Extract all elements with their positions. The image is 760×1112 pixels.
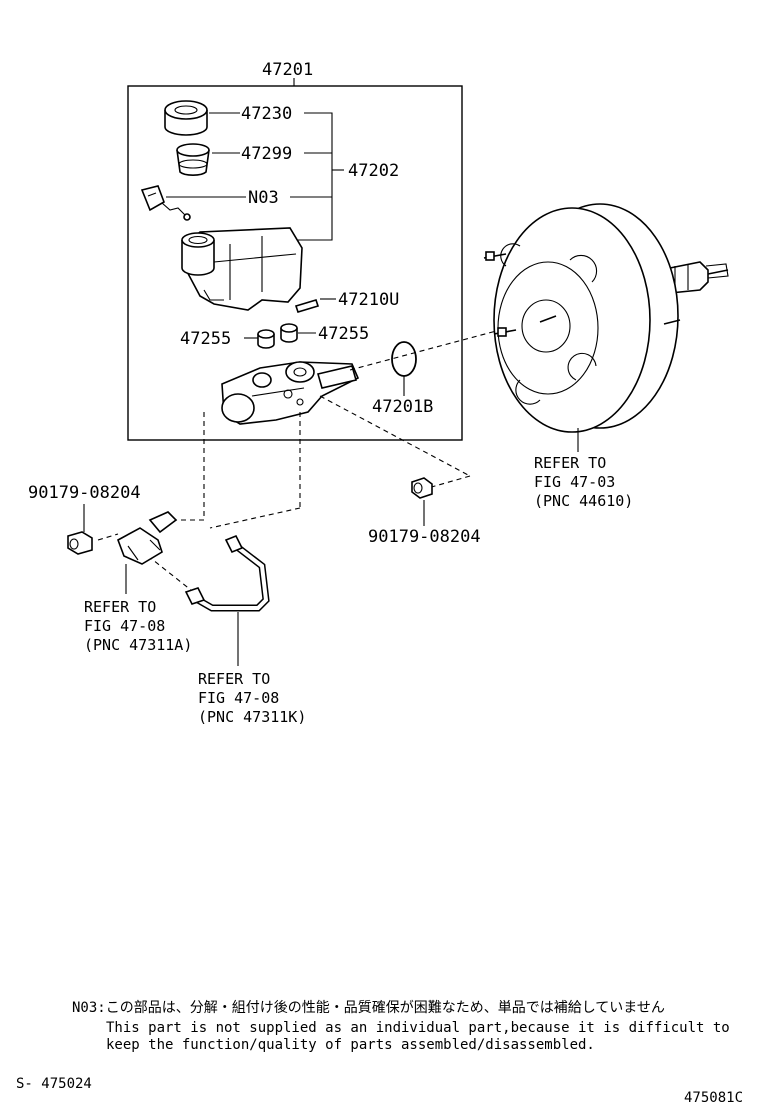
strainer-part: [176, 143, 210, 176]
refer-tube-a-line2: FIG 47-08: [84, 617, 165, 635]
label-nut-left: 90179-08204: [28, 483, 141, 503]
note-english-line2: keep the function/quality of parts assem…: [106, 1037, 595, 1053]
brake-line-a-part: [117, 511, 178, 565]
label-note-ref: N03: [248, 188, 279, 208]
level-sensor-part: [140, 185, 191, 221]
nut-right-part: [411, 477, 433, 499]
master-cylinder-part: [221, 361, 360, 425]
label-nut-right: 90179-08204: [368, 527, 481, 547]
label-strainer: 47299: [241, 144, 292, 164]
label-reservoir-cap: 47230: [241, 104, 292, 124]
o-ring-part: [391, 341, 417, 377]
note-japanese: N03:この部品は、分解・組付け後の性能・品質確保が困難なため、単品では補給して…: [72, 1000, 665, 1016]
label-cylinder-kit: 47202: [348, 161, 399, 181]
label-assembly: 47201: [262, 60, 313, 80]
label-o-ring: 47201B: [372, 397, 433, 417]
label-reservoir: 47210U: [338, 290, 399, 310]
footer-right-code: 475081C: [684, 1090, 743, 1106]
label-grommet-left: 47255: [180, 329, 231, 349]
refer-booster-line1: REFER TO: [534, 454, 606, 472]
refer-tube-k-line3: (PNC 47311K): [198, 708, 306, 726]
assembly-frame: [127, 85, 463, 441]
brake-booster-part: [483, 203, 729, 433]
refer-tube-k-line2: FIG 47-08: [198, 689, 279, 707]
refer-booster-line3: (PNC 44610): [534, 492, 633, 510]
note-english-line1: This part is not supplied as an individu…: [106, 1020, 730, 1036]
refer-tube-a-line3: (PNC 47311A): [84, 636, 192, 654]
nut-left-part: [67, 531, 93, 555]
refer-booster-line2: FIG 47-03: [534, 473, 615, 491]
footer-left-code: S- 475024: [16, 1076, 92, 1092]
brake-line-k-part: [184, 534, 270, 612]
refer-tube-k-line1: REFER TO: [198, 670, 270, 688]
label-grommet-right: 47255: [318, 324, 369, 344]
grommet-left-part: [257, 329, 275, 349]
grommet-right-part: [280, 323, 298, 343]
refer-tube-a-line1: REFER TO: [84, 598, 156, 616]
reservoir-part: [181, 227, 320, 313]
reservoir-cap-part: [164, 100, 208, 136]
